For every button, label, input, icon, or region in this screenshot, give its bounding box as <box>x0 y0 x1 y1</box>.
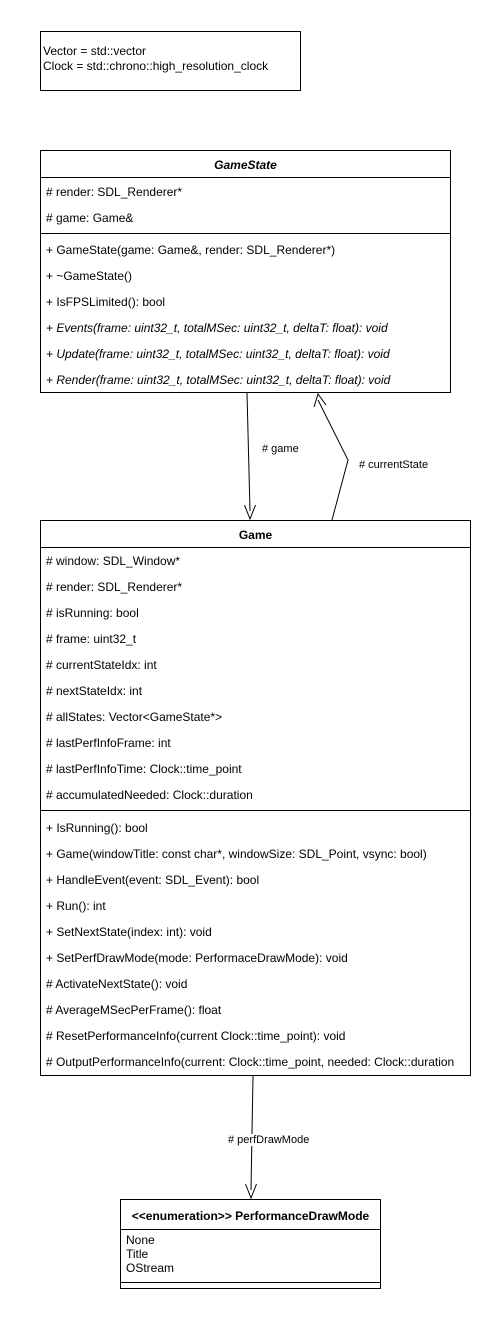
game-method-isrunning: + IsRunning(): bool <box>46 821 148 835</box>
enum-title: <<enumeration>> PerformanceDrawMode <box>131 1209 370 1223</box>
game-attr-lastperfinfoframe: # lastPerfInfoFrame: int <box>46 736 171 750</box>
gamestate-class-title: GameState <box>214 158 277 172</box>
game-attr-isrunning: # isRunning: bool <box>46 606 139 620</box>
game-method-setperfdrawmode: + SetPerfDrawMode(mode: PerformaceDrawMo… <box>46 951 348 965</box>
game-association-arrowhead <box>244 504 256 521</box>
gamestate-method-dtor: + ~GameState() <box>46 269 133 283</box>
enum-value-none: None <box>126 1233 155 1247</box>
game-method-ctor: + Game(windowTitle: const char*, windowS… <box>46 847 427 861</box>
type-alias-note: Vector = std::vector Clock = std::chrono… <box>40 31 301 91</box>
enum-value-ostream: OStream <box>126 1261 175 1275</box>
game-method-resetperformanceinfo: # ResetPerformanceInfo(current Clock::ti… <box>46 1029 346 1043</box>
perf-draw-mode-association-line <box>250 1075 254 1191</box>
performance-draw-mode-enum[interactable]: <<enumeration>> PerformanceDrawMode None… <box>120 1199 381 1289</box>
note-line-clock: Clock = std::chrono::high_resolution_clo… <box>43 59 269 73</box>
game-attr-lastperfinfotime: # lastPerfInfoTime: Clock::time_point <box>46 762 242 776</box>
enum-title-divider <box>121 1229 380 1230</box>
game-attr-window: # window: SDL_Window* <box>46 554 181 568</box>
game-method-activatenextstate: # ActivateNextState(): void <box>46 977 188 991</box>
game-method-setnextstate: + SetNextState(index: int): void <box>46 925 212 939</box>
gamestate-class[interactable]: GameState # render: SDL_Renderer* # game… <box>40 150 451 393</box>
gamestate-method-isfpslimited: + IsFPSLimited(): bool <box>46 295 166 309</box>
gamestate-method-ctor: + GameState(game: Game&, render: SDL_Ren… <box>46 243 336 257</box>
game-method-averagemsecperframe: # AverageMSecPerFrame(): float <box>46 1003 222 1017</box>
game-method-run: + Run(): int <box>46 899 106 913</box>
game-association-label: # game <box>262 443 299 455</box>
gamestate-method-update: + Update(frame: uint32_t, totalMSec: uin… <box>46 347 390 361</box>
game-attr-accumulatedneeded: # accumulatedNeeded: Clock::duration <box>46 788 253 802</box>
game-title-divider <box>41 547 470 548</box>
enum-value-title: Title <box>126 1247 149 1261</box>
current-state-association-line <box>317 399 349 521</box>
current-state-association-arrowhead <box>313 392 327 408</box>
game-attr-allstates: # allStates: Vector<GameState*> <box>46 710 223 724</box>
gamestate-attr-render: # render: SDL_Renderer* <box>46 185 183 199</box>
enum-bottom-divider <box>121 1282 380 1283</box>
game-method-handleevent: + HandleEvent(event: SDL_Event): bool <box>46 873 260 887</box>
perf-draw-mode-association-arrowhead <box>245 1183 257 1200</box>
game-attr-currentstateidx: # currentStateIdx: int <box>46 658 157 672</box>
game-attr-frame: # frame: uint32_t <box>46 632 137 646</box>
note-line-vector: Vector = std::vector <box>43 44 147 58</box>
gamestate-attr-divider <box>41 233 450 234</box>
game-class-title: Game <box>238 528 273 542</box>
game-attr-divider <box>41 810 470 811</box>
game-attr-nextstateidx: # nextStateIdx: int <box>46 684 143 698</box>
game-class[interactable]: Game # window: SDL_Window* # render: SDL… <box>40 520 471 1076</box>
gamestate-method-render: + Render(frame: uint32_t, totalMSec: uin… <box>46 373 391 387</box>
game-attr-render: # render: SDL_Renderer* <box>46 580 183 594</box>
gamestate-method-events: + Events(frame: uint32_t, totalMSec: uin… <box>46 321 388 335</box>
game-association-line <box>246 392 251 512</box>
current-state-association-label: # currentState <box>359 459 429 471</box>
gamestate-attr-game: # game: Game& <box>46 211 134 225</box>
game-method-outputperformanceinfo: # OutputPerformanceInfo(current: Clock::… <box>46 1055 455 1069</box>
perf-draw-mode-association-label: # perfDrawMode <box>228 1134 310 1146</box>
gamestate-title-divider <box>41 177 450 178</box>
